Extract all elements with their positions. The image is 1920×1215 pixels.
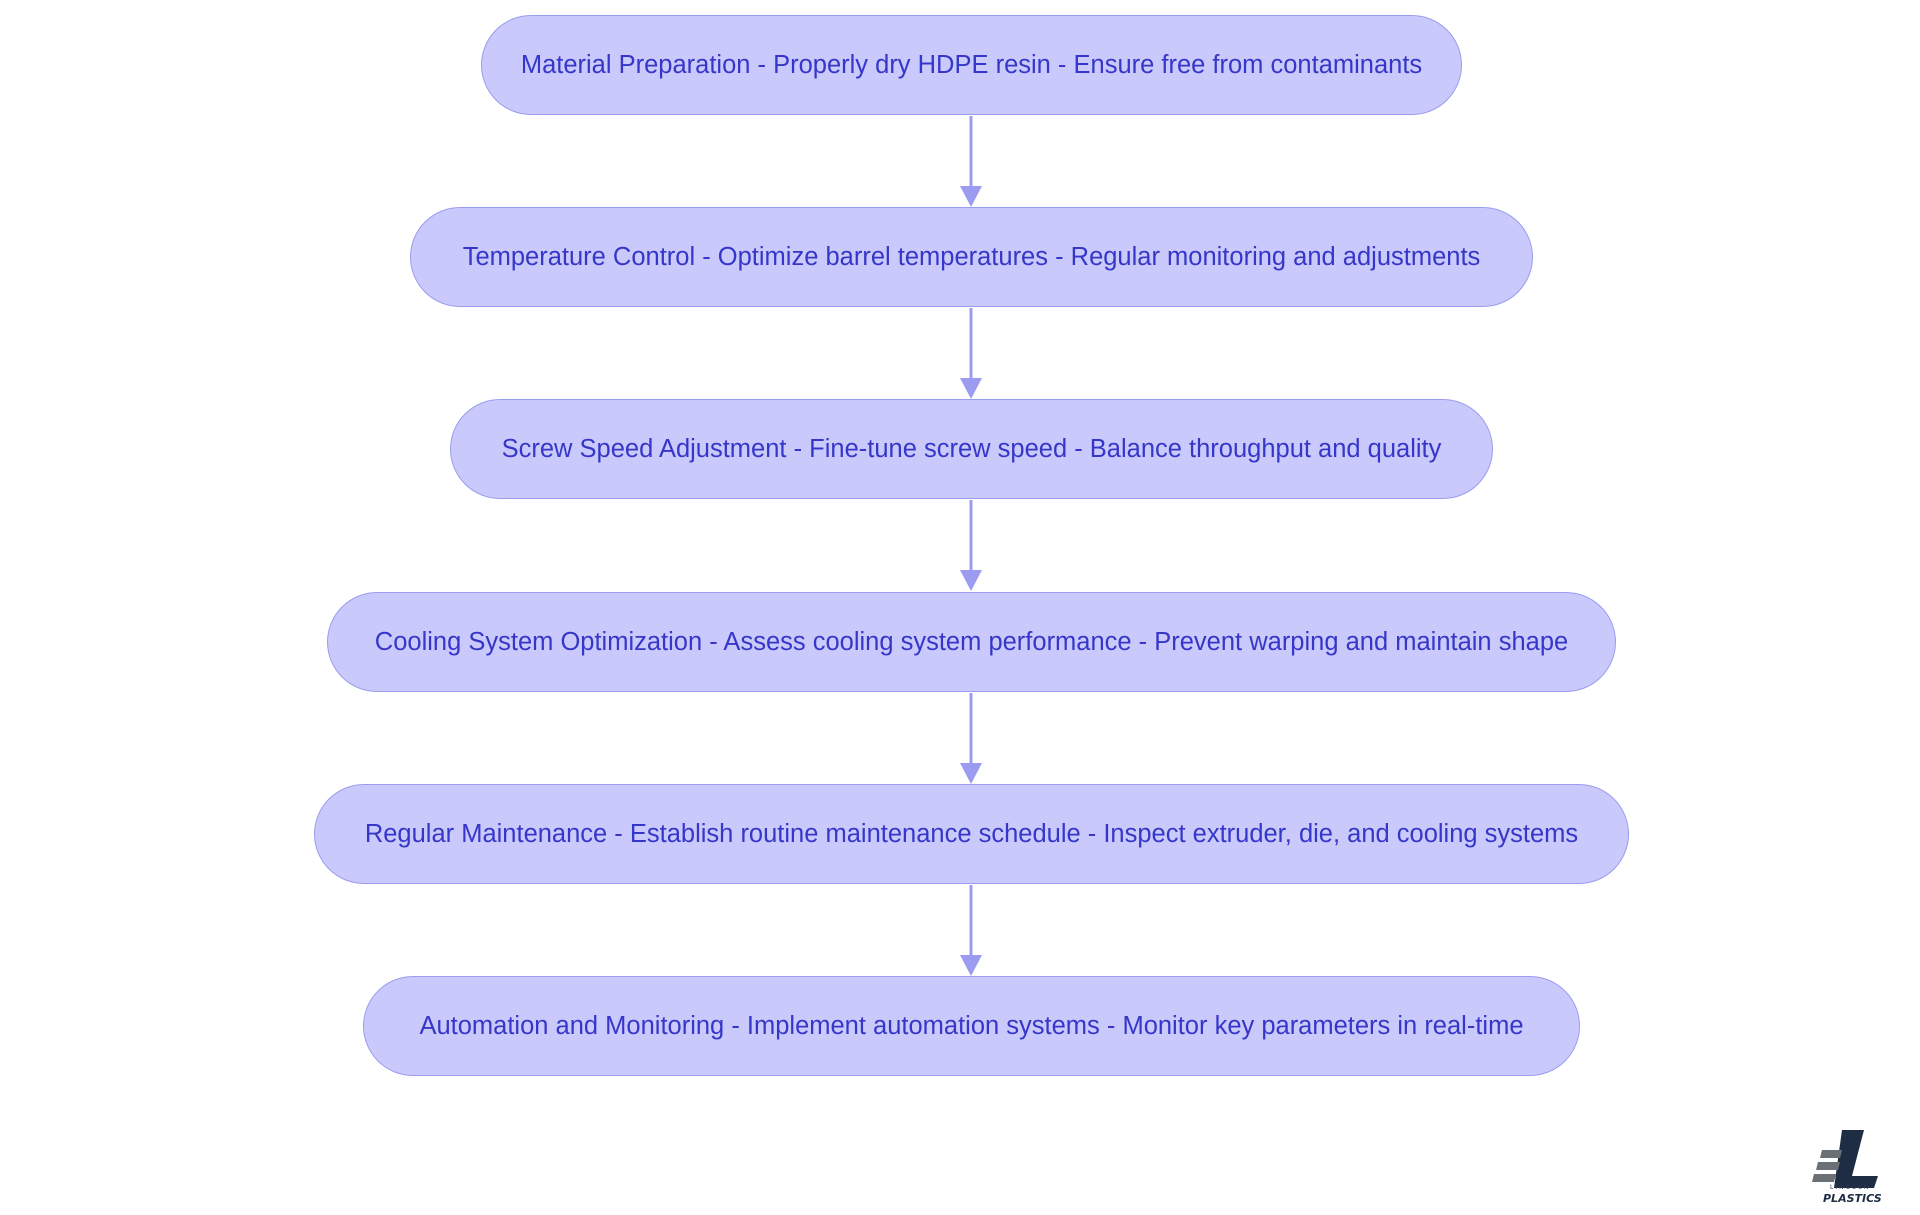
logo-text-lincoln: LINCOLN — [1830, 1184, 1871, 1191]
step-label: Screw Speed Adjustment - Fine-tune screw… — [501, 434, 1442, 463]
step-node-automation-and-monitoring: Automation and Monitoring - Implement au… — [363, 976, 1580, 1076]
step-label: Cooling System Optimization - Assess coo… — [374, 627, 1569, 656]
step-node-regular-maintenance: Regular Maintenance - Establish routine … — [314, 784, 1629, 884]
arrow-3 — [960, 500, 982, 591]
lincoln-plastics-logo-icon — [1812, 1130, 1878, 1188]
arrow-5 — [960, 885, 982, 976]
arrow-1 — [960, 116, 982, 207]
step-node-material-preparation: Material Preparation - Properly dry HDPE… — [481, 15, 1462, 115]
step-label: Material Preparation - Properly dry HDPE… — [520, 50, 1423, 79]
step-label: Regular Maintenance - Establish routine … — [364, 819, 1579, 848]
step-node-cooling-system-optimization: Cooling System Optimization - Assess coo… — [327, 592, 1616, 692]
step-node-screw-speed-adjustment: Screw Speed Adjustment - Fine-tune screw… — [450, 399, 1493, 499]
step-node-temperature-control: Temperature Control - Optimize barrel te… — [410, 207, 1533, 307]
step-label: Automation and Monitoring - Implement au… — [419, 1011, 1524, 1040]
step-label: Temperature Control - Optimize barrel te… — [462, 242, 1481, 271]
logo-text-plastics: PLASTICS — [1823, 1192, 1882, 1205]
arrow-4 — [960, 693, 982, 784]
arrow-2 — [960, 308, 982, 399]
